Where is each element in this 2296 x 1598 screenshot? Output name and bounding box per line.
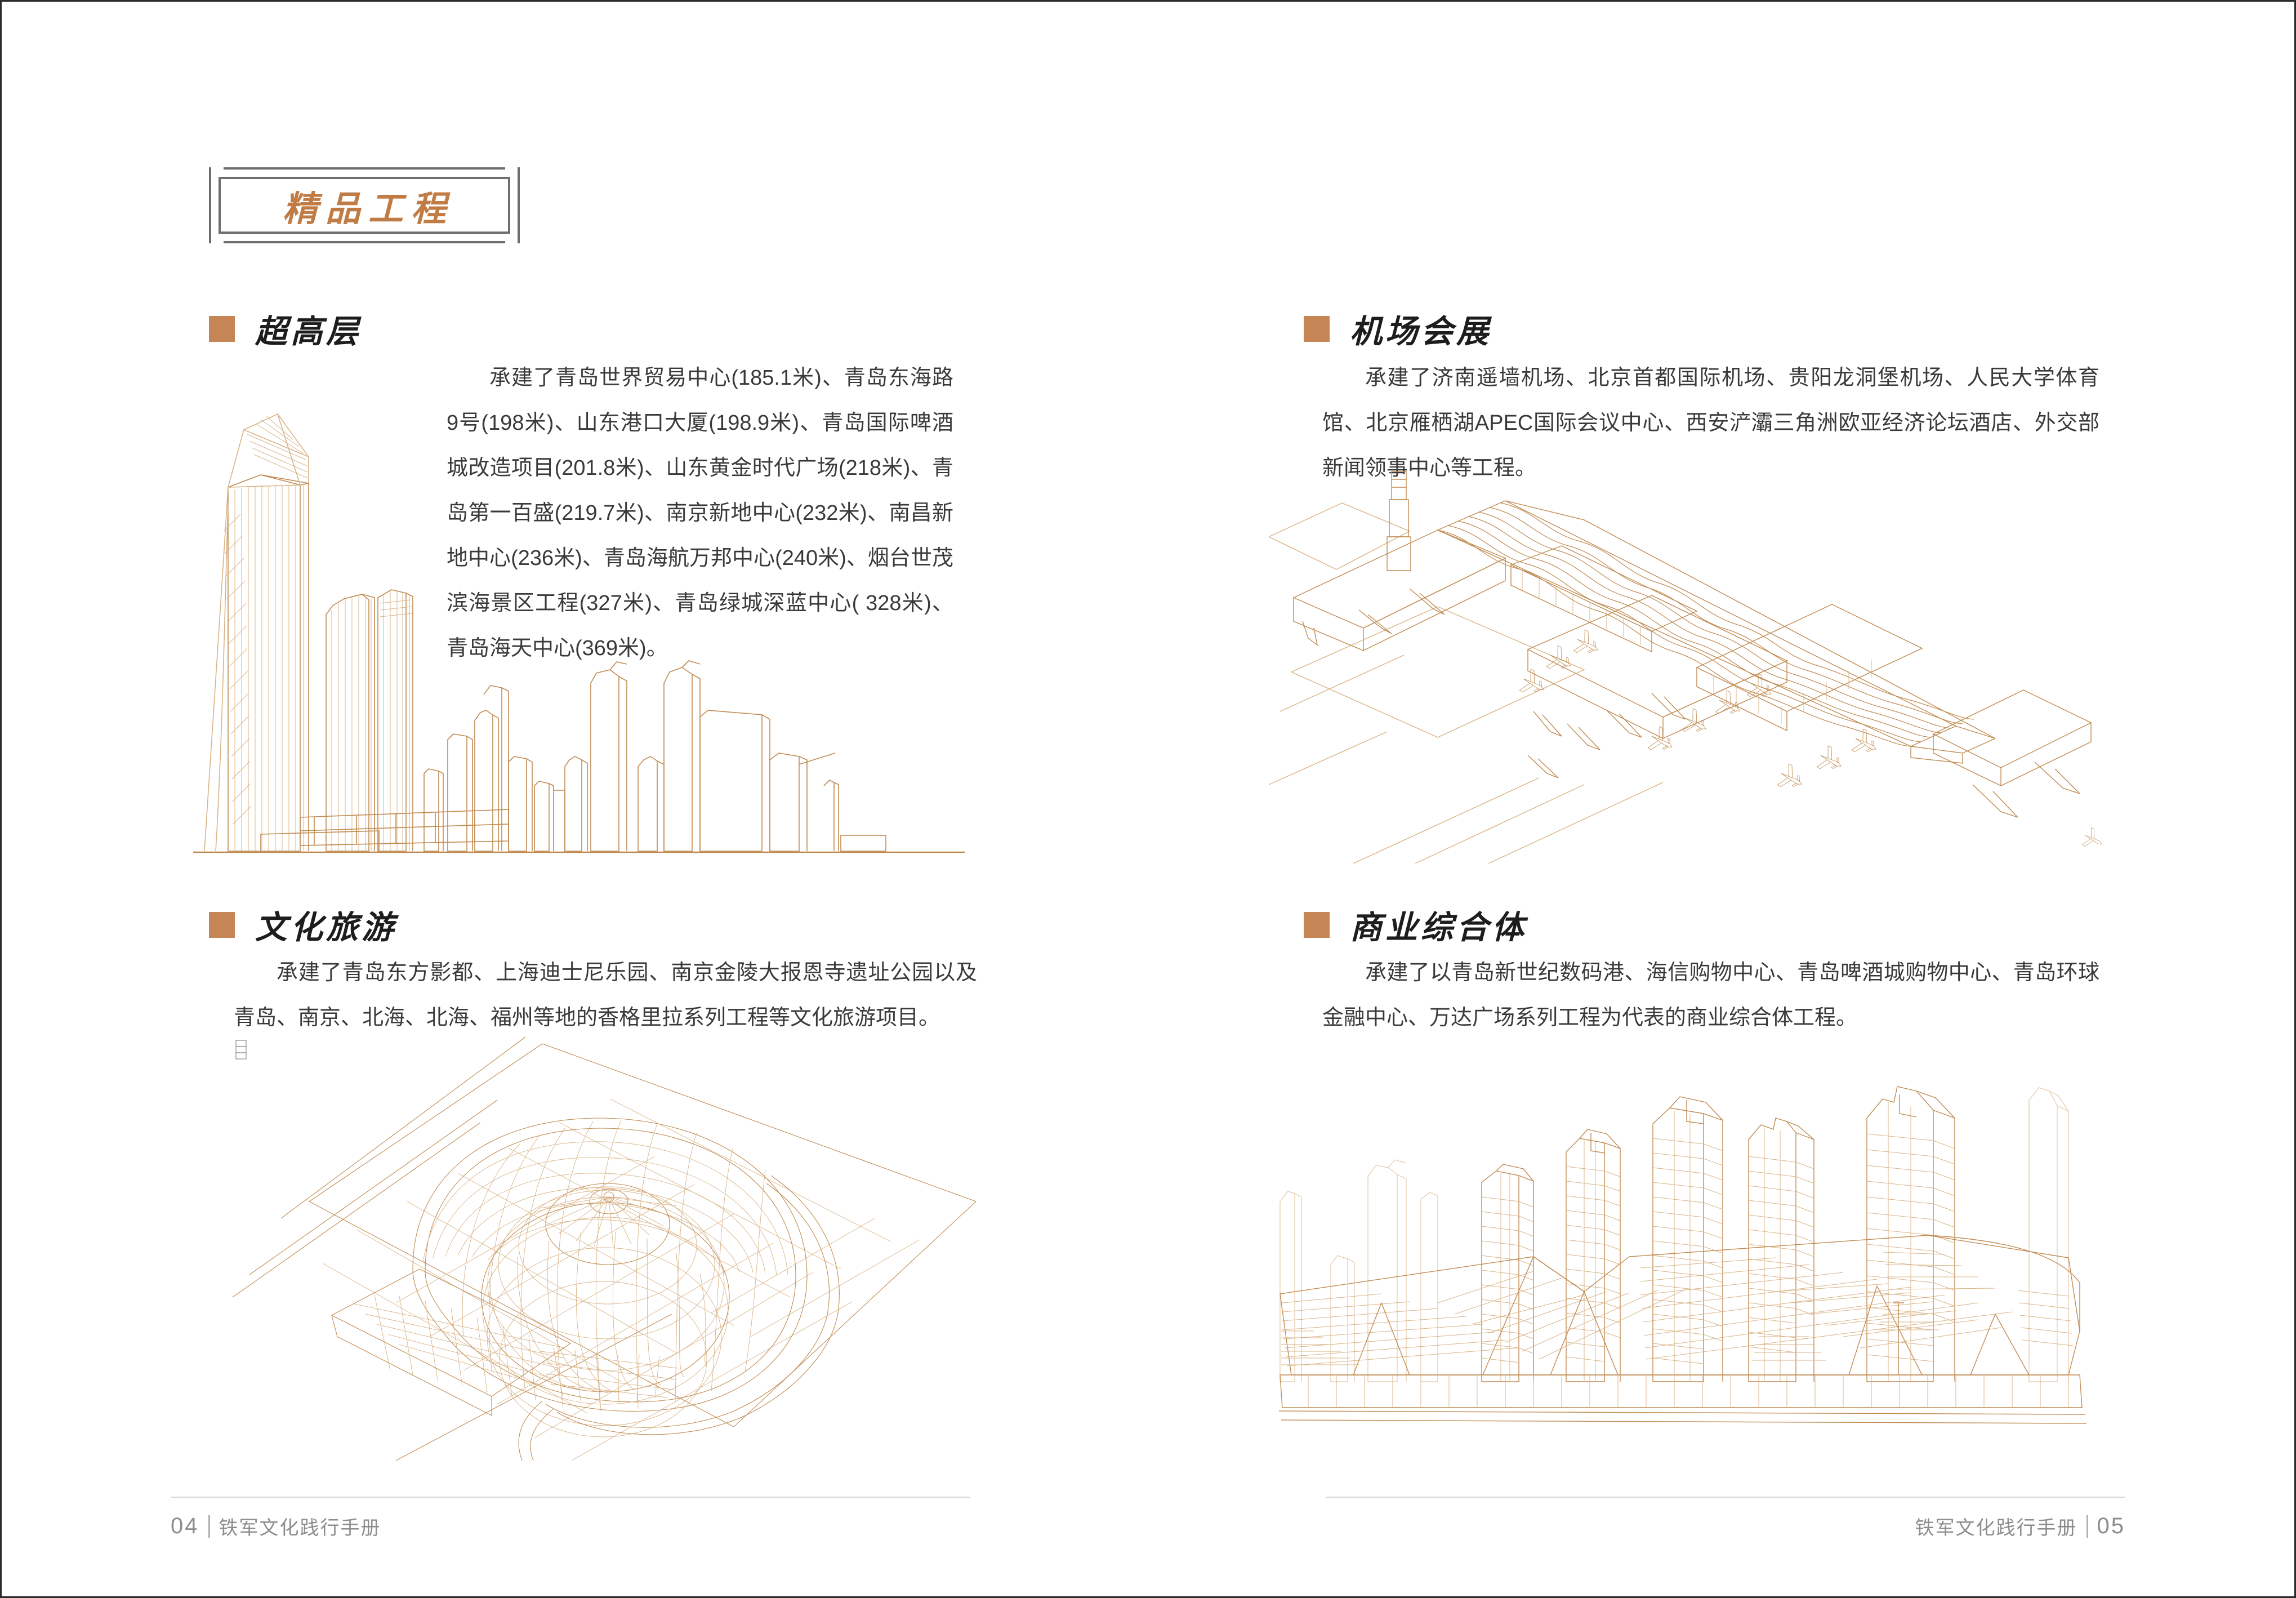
footer-right: 铁军文化践行手册 05 — [1915, 1512, 2126, 1540]
section-body-super-highrise: 承建了青岛世界贸易中心(185.1米)、青岛东海路9号(198米)、山东港口大厦… — [447, 366, 953, 660]
airport-terminal-line-art — [1269, 469, 2147, 863]
commercial-complex-line-art — [1269, 1066, 2147, 1432]
section-title-label: 机场会展 — [1350, 313, 1492, 350]
square-bullet-icon — [209, 912, 235, 938]
banner-notch-top-left — [209, 167, 224, 191]
section-title-label: 商业综合体 — [1350, 909, 1527, 946]
footer-separator-right — [2086, 1515, 2088, 1538]
footer-divider-left — [171, 1497, 970, 1498]
section-header-culture-tourism: 文化旅游 — [209, 902, 397, 948]
section-header-airport-exhibition: 机场会展 — [1304, 306, 1492, 352]
section-header-super-highrise: 超高层 — [209, 306, 362, 352]
square-bullet-icon — [1304, 316, 1330, 342]
page-title: 精品工程 — [282, 188, 454, 229]
banner-notch-top-right — [505, 167, 520, 191]
section-body-culture-tourism: 承建了青岛东方影都、上海迪士尼乐园、南京金陵大报恩寺遗址公园以及青岛、南京、北海… — [234, 961, 977, 1030]
section-body-airport-exhibition: 承建了济南遥墙机场、北京首都国际机场、贵阳龙洞堡机场、人民大学体育馆、北京雁栖湖… — [1322, 366, 2099, 480]
footer-left: 04 铁军文化践行手册 — [171, 1512, 381, 1540]
square-bullet-icon — [209, 316, 235, 342]
footer-page-number-right: 05 — [2097, 1514, 2125, 1538]
footer-title-left: 铁军文化践行手册 — [219, 1517, 381, 1539]
section-header-commercial-complex: 商业综合体 — [1304, 902, 1527, 948]
footer-page-number-left: 04 — [171, 1514, 199, 1538]
section-title-label: 超高层 — [255, 313, 362, 350]
footer-separator-left — [208, 1515, 210, 1538]
cultural-venue-wireframe — [227, 1032, 976, 1461]
section-body-commercial-complex: 承建了以青岛新世纪数码港、海信购物中心、青岛啤酒城购物中心、青岛环球金融中心、万… — [1322, 961, 2099, 1030]
banner-inner-frame — [219, 177, 510, 234]
skyscraper-line-art — [193, 345, 965, 869]
section-title-label: 文化旅游 — [255, 909, 397, 946]
square-bullet-icon — [1304, 912, 1330, 938]
footer-title-right: 铁军文化践行手册 — [1915, 1517, 2077, 1539]
section-title-banner: 精品工程 — [209, 167, 520, 243]
footer-divider-right — [1326, 1497, 2125, 1498]
banner-outer-frame — [209, 167, 520, 243]
